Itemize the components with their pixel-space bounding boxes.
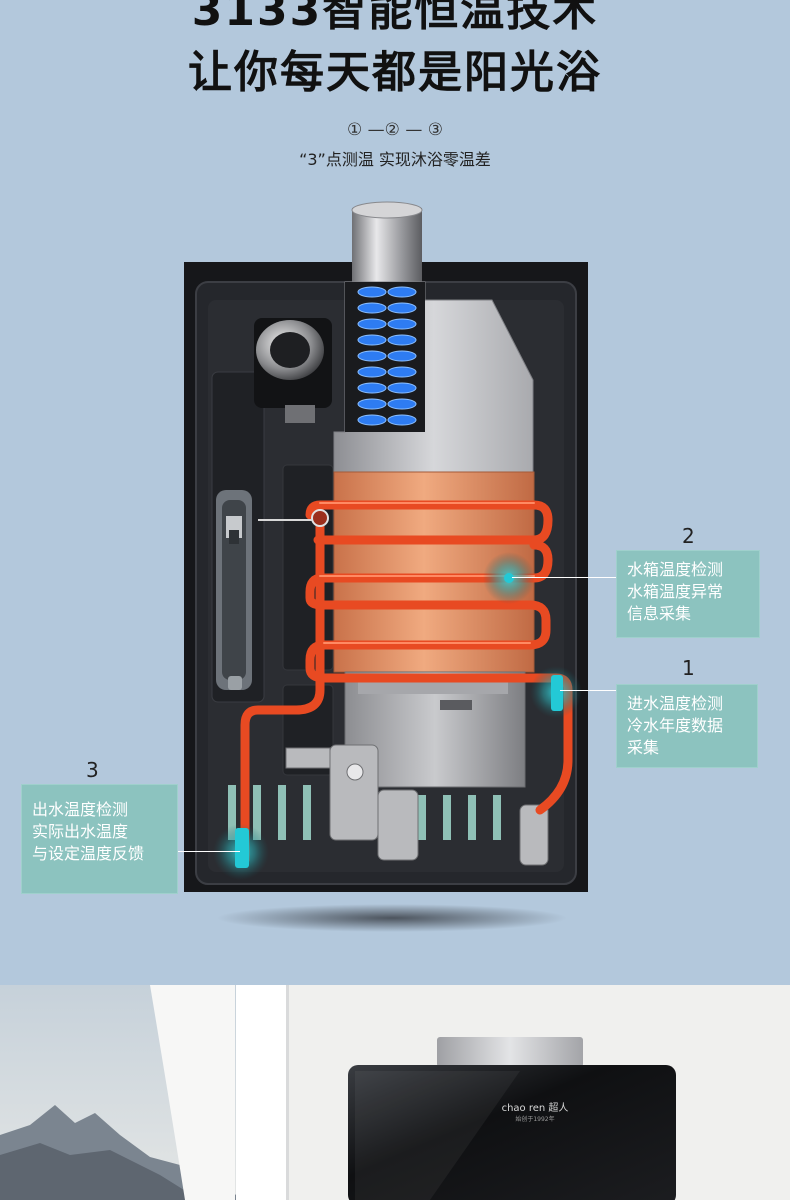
heater-top-cap xyxy=(437,1037,583,1067)
callout-line: 进水温度检测 xyxy=(627,694,724,713)
control-module xyxy=(216,490,252,690)
callout-line: 与设定温度反馈 xyxy=(32,844,145,863)
callout-line: 水箱温度异常 xyxy=(627,582,724,601)
brand-name: chao ren 超人 xyxy=(501,1103,569,1114)
step-sequence: ① —② — ③ xyxy=(347,120,443,140)
inlet-sensor xyxy=(551,675,563,711)
callout-line: 采集 xyxy=(627,738,660,757)
gas-valve xyxy=(285,744,549,866)
temp-probe xyxy=(311,509,329,527)
callout-line: 水箱温度检测 xyxy=(627,560,724,579)
brand-logo: chao ren 超人 始创于1992年 xyxy=(490,1103,580,1124)
tank-sensor xyxy=(504,573,514,583)
callout-leader-2 xyxy=(512,577,616,578)
outlet-sensor xyxy=(235,828,249,868)
callout-line: 出水温度检测 xyxy=(32,800,129,819)
heater-front-glass xyxy=(348,1065,676,1200)
callout-line: 冷水年度数据 xyxy=(627,716,724,735)
curtain xyxy=(150,985,235,1200)
fan-motor xyxy=(254,318,332,423)
vent-slats xyxy=(228,785,501,840)
bathroom-scene xyxy=(0,985,790,1200)
callout-leader-3 xyxy=(178,851,240,852)
product-photo-panel: chao ren 超人 始创于1992年 xyxy=(0,985,790,1200)
callout-number-3: 3 xyxy=(86,758,99,782)
headline-line1: 3133智能恒温技术 xyxy=(191,0,599,36)
flue-chimney xyxy=(351,201,423,288)
floor-shadow xyxy=(217,904,567,932)
callout-leader-1 xyxy=(560,690,616,691)
brand-tagline: 始创于1992年 xyxy=(515,1116,555,1123)
callout-number-1: 1 xyxy=(682,656,695,680)
callout-number-2: 2 xyxy=(682,524,695,548)
subtitle: “3”点测温 实现沐浴零温差 xyxy=(299,150,491,169)
callout-line: 实际出水温度 xyxy=(32,822,129,841)
callout-line: 信息采集 xyxy=(627,604,692,623)
headline-line2: 让你每天都是阳光浴 xyxy=(188,47,602,98)
callout-box-1: 进水温度检测 冷水年度数据 采集 xyxy=(616,684,758,768)
feature-panel: 3133智能恒温技术 让你每天都是阳光浴 ① —② — ③ “3”点测温 实现沐… xyxy=(0,0,790,985)
callout-box-3: 出水温度检测 实际出水温度 与设定温度反馈 xyxy=(21,784,178,894)
window-frame xyxy=(236,985,292,1200)
callout-box-2: 水箱温度检测 水箱温度异常 信息采集 xyxy=(616,550,760,638)
flame-burners xyxy=(357,286,417,426)
